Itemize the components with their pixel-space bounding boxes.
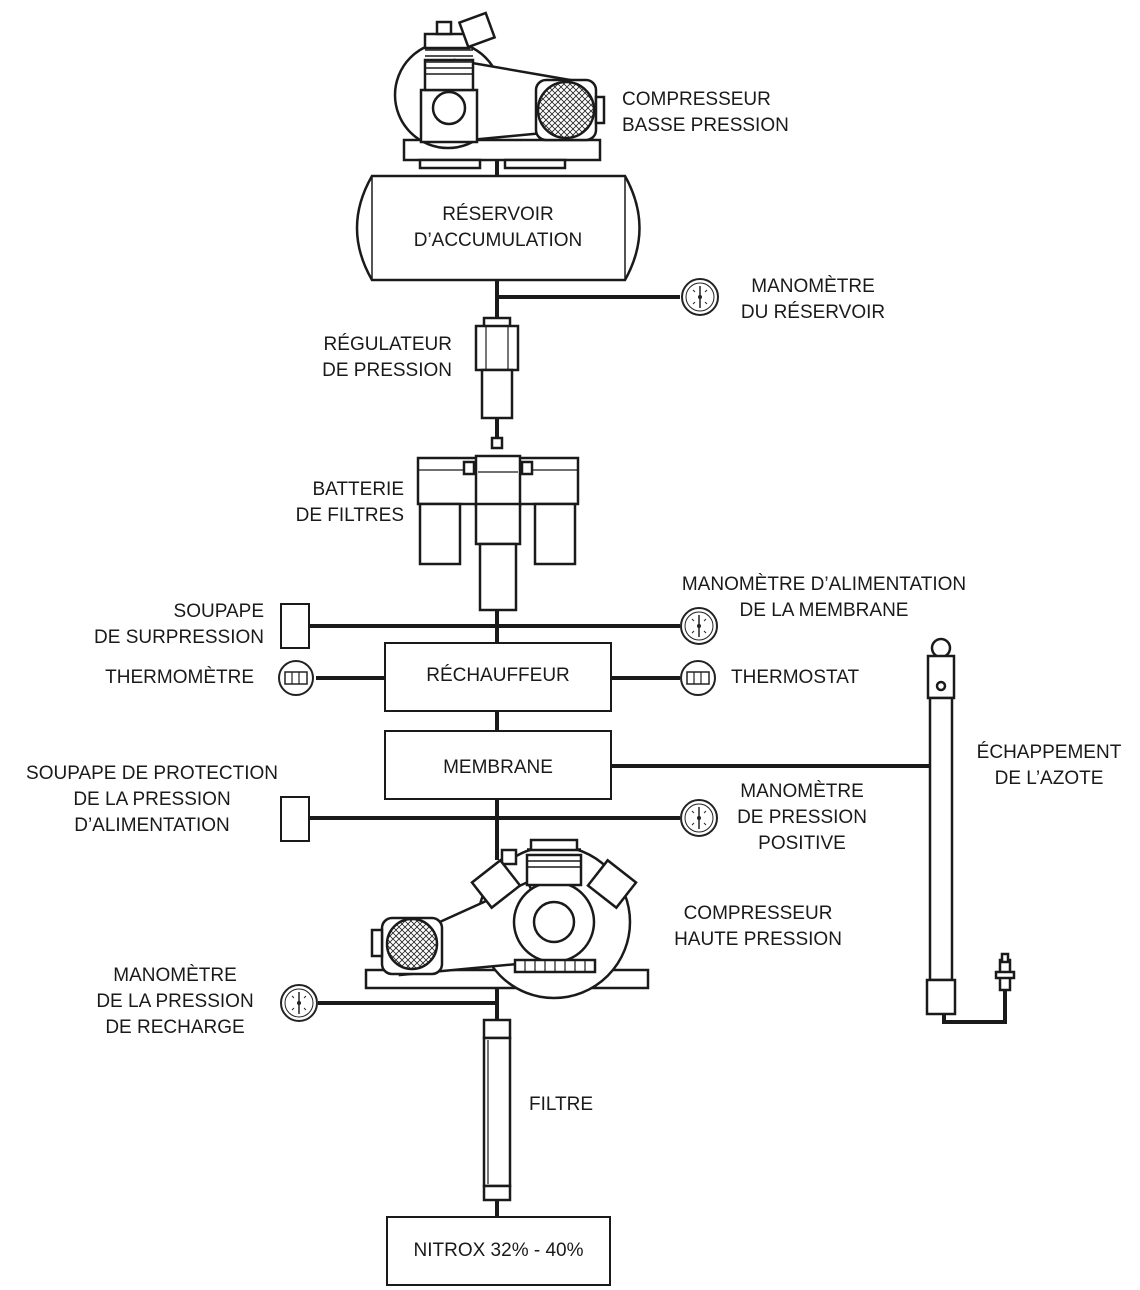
high-pressure-compressor — [364, 838, 650, 1000]
thermometer-icon — [278, 660, 314, 696]
filter-battery — [416, 436, 580, 612]
accumulation-reservoir — [355, 174, 641, 282]
nitrogen-exhaust-tube — [925, 637, 1016, 1016]
heater-box — [384, 642, 612, 712]
pressure-gauge-icon — [680, 799, 718, 837]
label-thermostat: THERMOSTAT — [731, 667, 860, 688]
nitrox-output-box — [386, 1216, 611, 1286]
low-pressure-compressor — [393, 11, 606, 170]
pressure-gauge-icon — [280, 984, 318, 1022]
final-filter — [482, 1018, 512, 1202]
relief-valve-icon — [280, 603, 310, 649]
main-pipeline — [310, 280, 1007, 1217]
label-thermometre: THERMOMÈTRE — [105, 667, 254, 688]
relief-valve-icon — [280, 796, 310, 842]
thermostat-icon — [680, 660, 716, 696]
label-rechauffeur: RÉCHAUFFEUR — [426, 665, 570, 686]
pressure-regulator — [474, 316, 520, 420]
label-filtre: FILTRE — [529, 1094, 594, 1115]
label-membrane: MEMBRANE — [443, 757, 553, 778]
label-nitrox: NITROX 32% - 40% — [413, 1240, 584, 1261]
pressure-gauge-icon — [681, 278, 719, 316]
membrane-box — [384, 730, 612, 800]
